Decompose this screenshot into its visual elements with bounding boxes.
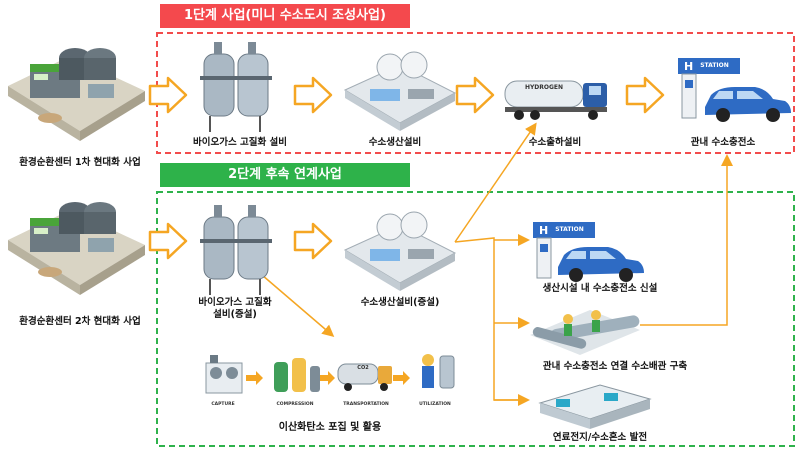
step-hydrogen-label: 수소생산설비 xyxy=(368,137,422,148)
svg-text:H: H xyxy=(539,224,548,237)
big-arrow-3 xyxy=(455,76,495,114)
ccus-transportation-label: TRANSPORTATION xyxy=(343,402,389,407)
big-arrow-5 xyxy=(148,222,188,260)
source-1-label: 환경순환센터 1차 현대화 사업 xyxy=(19,157,141,168)
connector-biogas-to-ccus xyxy=(261,274,335,337)
ccus-title: 이산화탄소 포집 및 활용 xyxy=(278,422,382,433)
biogas-expansion-label-2: 설비(증설) xyxy=(213,309,257,320)
ccus-utilization-label: UTILIZATION xyxy=(419,402,451,407)
station-label: STATION xyxy=(555,226,584,233)
big-arrow-2 xyxy=(293,76,333,114)
fuel-cell-icon xyxy=(538,384,652,429)
transportation-icon xyxy=(337,363,392,391)
car-icon xyxy=(705,87,791,122)
pipeline-icon xyxy=(530,310,640,355)
stage1-banner: 1단계 사업(미니 수소도시 조성사업) xyxy=(160,4,410,28)
step-biogas-label: 바이오가스 고질화 설비 xyxy=(192,137,287,148)
co2-label: CO2 xyxy=(357,365,369,371)
ccus-arrow-1 xyxy=(246,371,263,385)
connector-h2-to-truck xyxy=(454,122,537,243)
big-arrow-4 xyxy=(625,76,665,114)
stage2-box xyxy=(156,191,795,447)
compression-icon xyxy=(274,358,320,392)
hydrogen-expansion-label: 수소생산설비(증설) xyxy=(360,297,440,308)
hydrogen-plant-icon xyxy=(343,51,457,131)
biogas-expansion-label-1: 바이오가스 고질화 xyxy=(198,297,272,308)
stage2-banner: 2단계 후속 연계사업 xyxy=(160,163,410,187)
big-arrow-1 xyxy=(148,76,188,114)
ccus-compression-label: COMPRESSION xyxy=(276,402,314,407)
station-label: STATION xyxy=(700,62,729,69)
factory-icon xyxy=(8,48,145,141)
capture-icon xyxy=(205,355,243,394)
factory-icon xyxy=(8,202,145,295)
step-shipping-label: 수소출하설비 xyxy=(528,137,582,148)
svg-text:H: H xyxy=(684,60,693,73)
h2-station-icon: H xyxy=(678,58,740,119)
step-station-label: 관내 수소충전소 xyxy=(690,137,756,148)
connector-pipeline-to-station xyxy=(640,154,733,326)
branch-station-label: 생산시설 내 수소충전소 신설 xyxy=(542,283,658,294)
truck-hydrogen-label: HYDROGEN xyxy=(524,84,564,91)
ccus-capture-label: CAPTURE xyxy=(211,402,235,407)
branch-pipeline-label: 관내 수소충전소 연결 수소배관 구축 xyxy=(542,361,688,372)
biogas-tank-icon xyxy=(200,205,272,295)
source-2-label: 환경순환센터 2차 현대화 사업 xyxy=(19,316,141,327)
h2-station-icon: H xyxy=(533,222,595,279)
biogas-tank-icon xyxy=(200,42,272,132)
hydrogen-plant-icon xyxy=(343,211,457,291)
utilization-icon xyxy=(422,354,455,389)
hydrogen-truck-icon xyxy=(504,80,607,120)
ccus-arrow-3 xyxy=(393,371,410,385)
big-arrow-6 xyxy=(293,222,333,260)
branch-fuelcell-label: 연료전지/수소혼소 발전 xyxy=(552,432,648,443)
car-icon xyxy=(558,247,644,282)
ccus-arrow-2 xyxy=(318,371,335,385)
